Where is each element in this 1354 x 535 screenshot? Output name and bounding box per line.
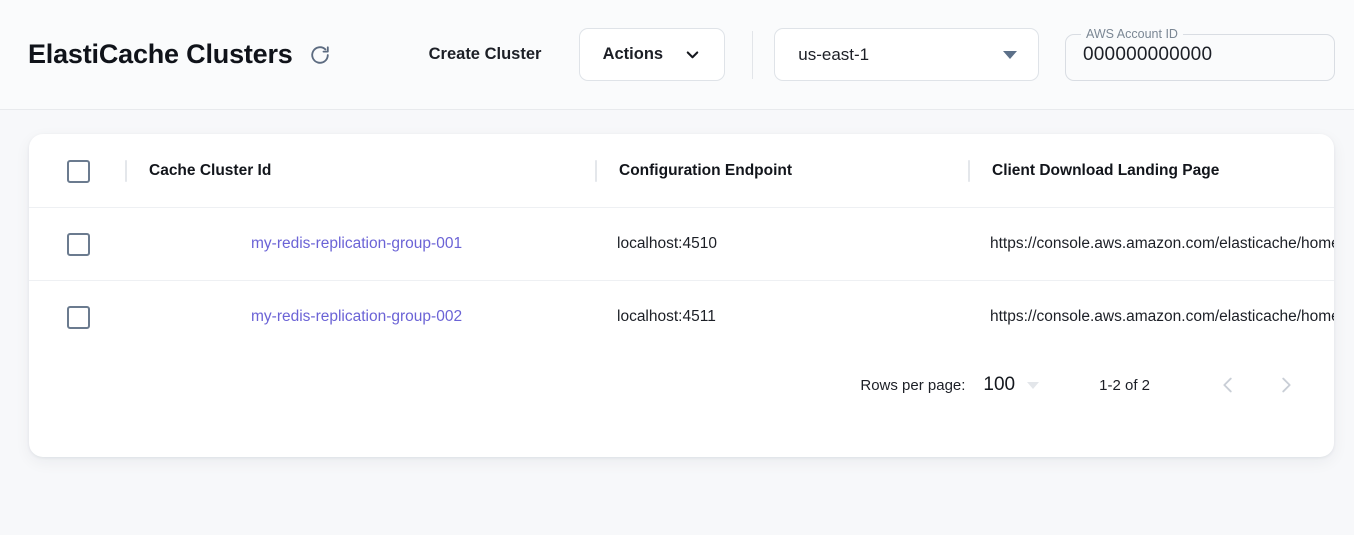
- cell-cache-cluster-id: my-redis-replication-group-001: [125, 208, 595, 281]
- cell-client-download-landing-page: https://console.aws.amazon.com/elasticac…: [990, 308, 1334, 326]
- table-body: my-redis-replication-group-001 localhost…: [29, 207, 1334, 354]
- column-header-label: Client Download Landing Page: [992, 161, 1220, 179]
- pagination: Rows per page: 100 1-2 of 2: [29, 353, 1334, 417]
- rows-per-page-value: 100: [983, 374, 1016, 395]
- cell-configuration-endpoint: localhost:4511: [617, 308, 716, 326]
- column-header-cache-cluster-id[interactable]: Cache Cluster Id: [125, 134, 595, 208]
- rows-per-page-label: Rows per page:: [860, 376, 966, 394]
- select-all-header: [29, 134, 125, 208]
- table-row[interactable]: my-redis-replication-group-002 localhost…: [29, 280, 1334, 354]
- refresh-icon[interactable]: [307, 42, 333, 68]
- pagination-range: 1-2 of 2: [1099, 376, 1150, 394]
- actions-button[interactable]: Actions: [579, 28, 726, 81]
- page-title: ElastiCache Clusters: [28, 39, 293, 69]
- create-cluster-button[interactable]: Create Cluster: [425, 35, 546, 74]
- cluster-id-link[interactable]: my-redis-replication-group-002: [251, 308, 463, 326]
- title-group: ElastiCache Clusters: [28, 39, 333, 70]
- column-header-configuration-endpoint[interactable]: Configuration Endpoint: [595, 134, 968, 208]
- chevron-down-icon: [683, 45, 702, 64]
- rows-per-page-select[interactable]: 100: [983, 374, 1040, 396]
- clusters-table-card: Cache Cluster Id Configuration Endpoint …: [29, 134, 1334, 457]
- cluster-id-link[interactable]: my-redis-replication-group-001: [251, 235, 463, 252]
- clusters-table: Cache Cluster Id Configuration Endpoint …: [29, 134, 1334, 354]
- caret-down-icon: [1003, 50, 1018, 59]
- actions-button-label: Actions: [602, 45, 664, 63]
- column-header-label: Cache Cluster Id: [149, 161, 272, 179]
- cell-cache-cluster-id: my-redis-replication-group-002: [125, 281, 595, 354]
- column-header-label: Configuration Endpoint: [619, 161, 793, 179]
- row-checkbox[interactable]: [67, 305, 90, 329]
- chevron-left-icon: [1223, 377, 1232, 393]
- previous-page-button[interactable]: [1206, 363, 1250, 407]
- column-header-client-download-landing-page[interactable]: Client Download Landing Page: [968, 134, 1334, 208]
- chevron-right-icon: [1282, 377, 1291, 393]
- app-header: ElastiCache Clusters Create Cluster Acti…: [0, 0, 1354, 110]
- cell-client-download-landing-page: https://console.aws.amazon.com/elasticac…: [990, 235, 1334, 252]
- cell-configuration-endpoint: localhost:4510: [617, 235, 717, 252]
- column-resize-handle[interactable]: [595, 159, 597, 182]
- aws-account-id-field[interactable]: AWS Account ID: [1065, 28, 1335, 81]
- region-select[interactable]: us-east-1: [774, 28, 1040, 81]
- column-resize-handle[interactable]: [125, 159, 127, 182]
- refresh-icon-glyph: [310, 45, 329, 64]
- next-page-button[interactable]: [1264, 363, 1308, 407]
- aws-account-id-label: AWS Account ID: [1086, 27, 1178, 41]
- row-select-cell: [29, 208, 125, 281]
- row-checkbox[interactable]: [67, 232, 90, 256]
- content-area: Cache Cluster Id Configuration Endpoint …: [0, 110, 1354, 535]
- aws-account-id-input[interactable]: [1083, 43, 1314, 66]
- table-header-row: Cache Cluster Id Configuration Endpoint …: [29, 134, 1334, 208]
- row-select-cell: [29, 281, 125, 354]
- caret-down-icon: [1027, 381, 1040, 389]
- header-divider: [752, 30, 754, 79]
- select-all-checkbox[interactable]: [67, 159, 90, 183]
- column-resize-handle[interactable]: [968, 159, 970, 182]
- table-row[interactable]: my-redis-replication-group-001 localhost…: [29, 207, 1334, 281]
- region-select-value: us-east-1: [798, 44, 870, 64]
- table-head: Cache Cluster Id Configuration Endpoint …: [29, 134, 1334, 208]
